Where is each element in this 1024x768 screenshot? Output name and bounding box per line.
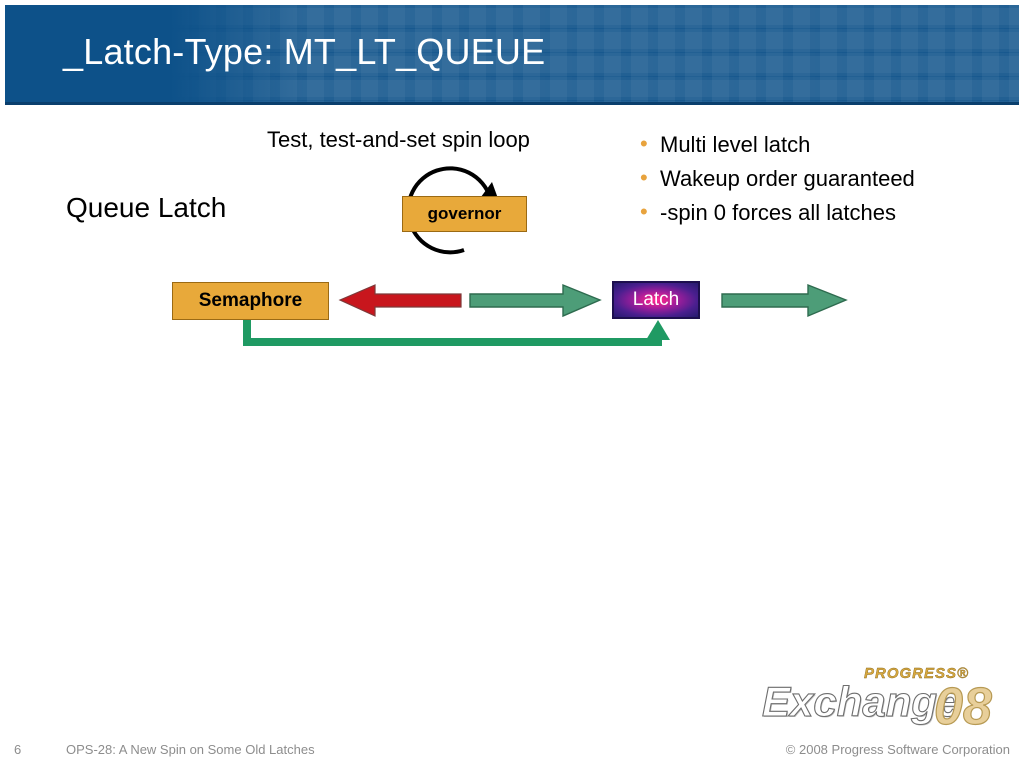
footer-copyright: © 2008 Progress Software Corporation [785, 742, 1010, 757]
bullet-item-label: Multi level latch [660, 132, 811, 157]
bullet-item-label: -spin 0 forces all latches [660, 200, 896, 225]
list-item: • Multi level latch [640, 131, 1020, 159]
list-item: • Wakeup order guaranteed [640, 165, 1020, 193]
logo-year-08: 08 [933, 677, 992, 736]
title-bar-gradient-overlay [5, 5, 305, 102]
slide-title-bar: _Latch-Type: MT_LT_QUEUE [5, 5, 1019, 105]
bullet-dot-icon: • [640, 165, 648, 190]
page-title: _Latch-Type: MT_LT_QUEUE [63, 31, 546, 72]
queue-latch-label: Queue Latch [66, 192, 227, 223]
exchange-08-logo: PROGRESS® Exchange 08 [761, 665, 1012, 737]
green-elbow-connector [243, 320, 670, 346]
semaphore-box[interactable]: Semaphore [172, 282, 329, 320]
red-left-arrow [338, 284, 462, 317]
green-right-arrow-exit [721, 283, 848, 318]
footer-session-title: OPS-28: A New Spin on Some Old Latches [66, 742, 315, 757]
logo-exchange-wordmark: Exchange [761, 677, 961, 725]
governor-box[interactable]: governor [402, 196, 527, 232]
footer-page-number: 6 [14, 742, 22, 757]
spin-loop-caption: Test, test-and-set spin loop [267, 127, 530, 152]
bullet-dot-icon: • [640, 131, 648, 156]
footer-divider [0, 731, 1024, 732]
bullet-list: • Multi level latch • Wakeup order guara… [640, 131, 1020, 233]
bullet-dot-icon: • [640, 199, 648, 224]
green-right-arrow-middle [469, 283, 602, 318]
latch-box[interactable]: Latch [612, 281, 700, 319]
logo-progress-wordmark: PROGRESS® [864, 665, 970, 682]
bullet-item-label: Wakeup order guaranteed [660, 166, 915, 191]
list-item: • -spin 0 forces all latches [640, 199, 1020, 227]
